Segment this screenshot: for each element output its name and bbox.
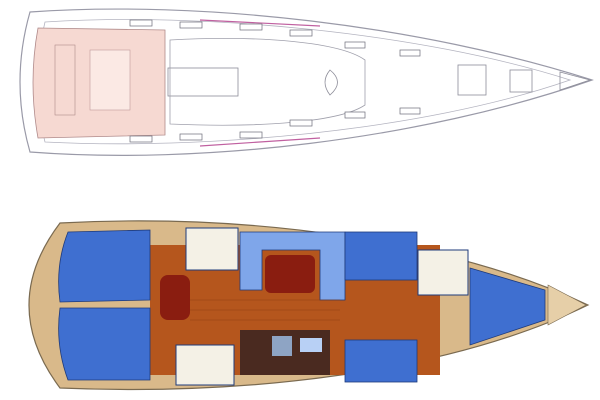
deck-plan bbox=[19, 8, 594, 156]
floorboard-lines bbox=[190, 299, 340, 321]
steering-pedestal bbox=[54, 44, 76, 116]
mast-step bbox=[324, 69, 338, 96]
bow-fitting bbox=[559, 71, 592, 91]
coachroof-outline bbox=[169, 38, 366, 126]
companionway-hatch bbox=[167, 67, 239, 97]
interior-layout bbox=[28, 220, 590, 391]
galley-sink bbox=[300, 338, 322, 352]
cockpit-table bbox=[89, 49, 131, 111]
nav-station bbox=[160, 275, 190, 320]
aft-head-starboard bbox=[175, 344, 235, 386]
galley-stove bbox=[272, 336, 292, 356]
aft-cabin-port-berth bbox=[58, 229, 151, 303]
fore-hatch bbox=[457, 64, 487, 96]
jackline-port bbox=[199, 19, 321, 27]
forward-cabin-port-berth bbox=[344, 231, 418, 281]
deck-hatches bbox=[129, 19, 421, 143]
anchor-locker bbox=[509, 69, 533, 93]
aft-head-port bbox=[185, 227, 239, 271]
saloon-table bbox=[265, 255, 315, 293]
forward-head bbox=[417, 249, 469, 296]
bow-locker bbox=[547, 284, 587, 326]
jackline-starboard bbox=[199, 137, 321, 147]
forward-cabin-starboard-berth bbox=[344, 339, 418, 383]
aft-cabin-starboard-berth bbox=[58, 307, 151, 381]
v-berth bbox=[469, 267, 546, 346]
